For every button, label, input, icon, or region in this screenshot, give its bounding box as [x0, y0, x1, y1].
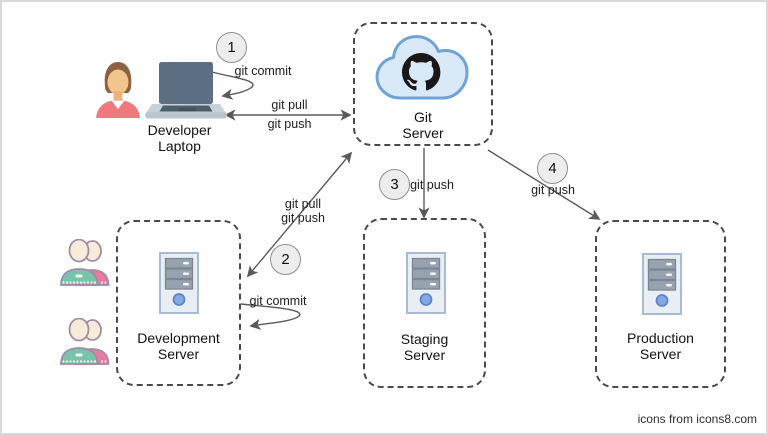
github-icon [402, 53, 441, 91]
laptop-icon [145, 62, 227, 119]
node-label-line: Server [157, 345, 200, 362]
node-label-line: Server [402, 124, 444, 141]
step-2-badge: 2 [270, 244, 301, 275]
team-icon [60, 318, 110, 365]
production-server-box [595, 220, 726, 388]
git-commit-laptop-label: git commit [234, 64, 292, 78]
git-pull-push-dev-label: git pull git push [266, 197, 340, 225]
node-label-line: Git [414, 109, 432, 125]
server-icon [159, 252, 199, 314]
git-pull-line: git pull [271, 98, 308, 112]
server-icon [406, 252, 446, 314]
git-server-box [353, 22, 493, 146]
git-push-line: git push [281, 211, 325, 225]
node-label-line: Laptop [158, 137, 201, 154]
developer-icon [96, 62, 140, 118]
server-icon [642, 253, 682, 315]
git-pull-push-laptop-label: git pull git push [252, 98, 327, 131]
node-label-line: Server [639, 345, 682, 362]
step-4-number: 4 [548, 160, 557, 177]
git-push-production-label: git push [531, 183, 575, 197]
git-server-label: Git Server [353, 109, 493, 141]
cloud-icon [375, 35, 469, 100]
step-4-badge: 4 [537, 153, 568, 184]
step-2-number: 2 [281, 251, 290, 268]
development-server-label: Development Server [116, 330, 241, 362]
node-label-line: Server [403, 346, 446, 363]
node-label-line: Staging [400, 331, 449, 347]
node-label-line: Developer [147, 122, 212, 138]
node-label-line: Production [627, 330, 694, 346]
team-icon [60, 239, 110, 286]
git-commit-dev-label: git commit [249, 294, 307, 308]
staging-server-box [363, 218, 486, 388]
node-label-line: Development [137, 330, 220, 346]
git-pull-line: git pull [284, 197, 322, 211]
development-server-box [116, 220, 241, 386]
git-push-staging-label: git push [410, 178, 454, 192]
staging-server-label: Staging Server [363, 331, 486, 363]
step-1-number: 1 [227, 39, 236, 56]
developer-laptop-label: Developer Laptop [137, 122, 222, 154]
step-3-badge: 3 [379, 169, 410, 200]
git-push-line: git push [267, 117, 312, 131]
credits-text: icons from icons8.com [637, 412, 757, 426]
production-server-label: Production Server [595, 330, 726, 362]
step-1-badge: 1 [216, 32, 247, 63]
step-3-number: 3 [390, 176, 399, 193]
